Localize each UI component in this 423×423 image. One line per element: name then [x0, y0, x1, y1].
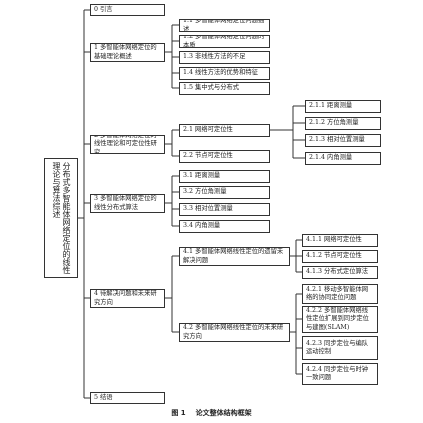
section-3-label: 3 多智能体网络定位的线性分布式算法: [94, 195, 157, 211]
node-4-1: 4.1 多智能体网络线性定位的遗留未解决问题: [179, 247, 290, 266]
node-1-5: 1.5 集中式与分布式: [179, 82, 270, 95]
figure-title: 论文整体结构框架: [195, 409, 252, 417]
node-2-2: 2.2 节点可定位性: [179, 150, 270, 163]
node-2-1-4: 2.1.4 内角测量: [305, 152, 381, 165]
node-4-2-2: 4.2.2 多智能体网络线性定位扩展到同步定位与建图(SLAM): [302, 306, 378, 333]
node-2-1-3: 2.1.3 相对位置测量: [305, 134, 381, 147]
section-0-label: 0 引言: [94, 5, 113, 13]
node-1-3: 1.3 非线性方法的不足: [179, 51, 270, 64]
section-2-localizability: 2 多智能体网络定位的线性理论和可定位性研究: [90, 135, 165, 154]
figure-number: 图 1: [171, 409, 186, 417]
node-4-2-3: 4.2.3 同步定位与编队运动控制: [302, 336, 378, 360]
node-4-2-4: 4.2.4 同步定位与时钟一致问题: [302, 363, 378, 385]
node-1-1: 1.1 多智能体网络定位问题描述: [179, 19, 270, 32]
node-3-4: 3.4 内角测量: [179, 220, 270, 233]
node-4-1-2: 4.1.2 节点可定位性: [302, 250, 378, 263]
node-2-1-2: 2.1.2 方位角测量: [305, 117, 381, 130]
section-2-label: 2 多智能体网络定位的线性理论和可定位性研究: [94, 135, 157, 154]
figure-caption: 图 1 论文整体结构框架: [0, 408, 423, 418]
section-5-conclusion: 5 结语: [90, 392, 165, 404]
section-3-algorithms: 3 多智能体网络定位的线性分布式算法: [90, 194, 165, 213]
root-topic: 分布式多智能体网络定位的线性理论与算法综述: [44, 158, 78, 278]
node-4-1-1: 4.1.1 网络可定位性: [302, 234, 378, 247]
node-1-2: 1.2 多智能体网络定位问题的本质: [179, 35, 270, 48]
node-4-2-1: 4.2.1 移动多智能体网络的协同定位问题: [302, 284, 378, 304]
node-3-2: 3.2 方位角测量: [179, 186, 270, 199]
section-5-label: 5 结语: [94, 393, 113, 401]
node-4-1-3: 4.1.3 分布式定位算法: [302, 266, 378, 279]
node-3-1: 3.1 距离测量: [179, 170, 270, 183]
node-4-2: 4.2 多智能体网络线性定位的未来研究方向: [179, 323, 290, 342]
node-2-1-1: 2.1.1 距离测量: [305, 100, 381, 113]
section-1-basics: 1 多智能体网络定位的基础理论概述: [90, 43, 165, 62]
node-3-3: 3.3 相对位置测量: [179, 203, 270, 216]
section-4-label: 4 待解决问题和未来研究方向: [94, 290, 157, 306]
node-1-4: 1.4 线性方法的优势和特征: [179, 67, 270, 80]
root-topic-label: 分布式多智能体网络定位的线性理论与算法综述: [52, 162, 71, 274]
node-2-1: 2.1 网络可定位性: [179, 124, 270, 137]
section-0-intro: 0 引言: [90, 4, 165, 16]
section-4-future: 4 待解决问题和未来研究方向: [90, 289, 165, 308]
section-1-label: 1 多智能体网络定位的基础理论概述: [94, 44, 157, 60]
